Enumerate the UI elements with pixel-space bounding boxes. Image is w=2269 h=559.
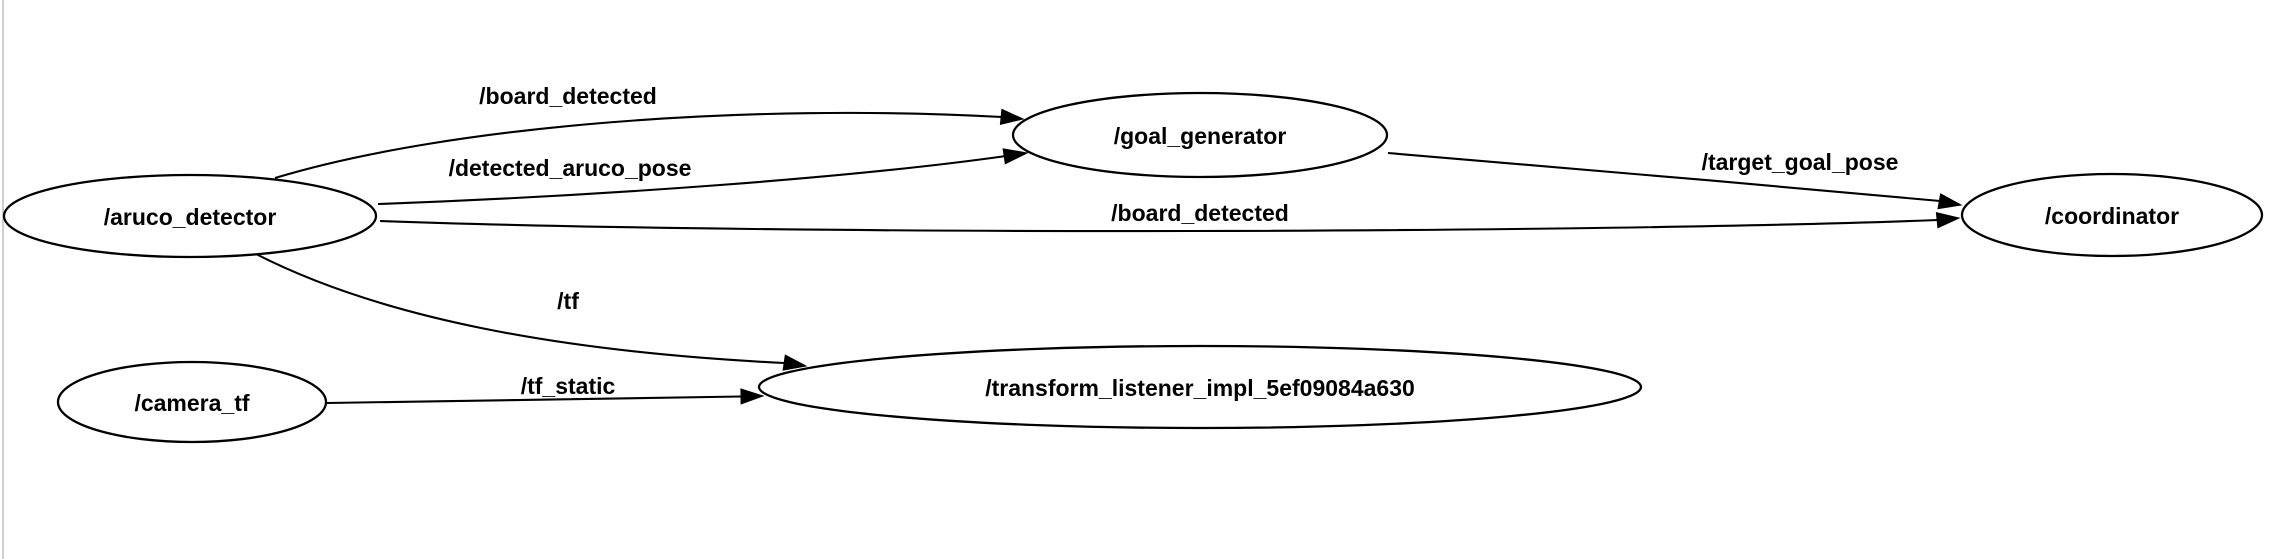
node-label: /transform_listener_impl_5ef09084a630 [985,375,1415,401]
edge-label: /tf_static [521,373,616,399]
edge-line [1387,151,1941,203]
arrowhead-icon [782,354,808,371]
node-goal-generator: /goal_generator [1011,91,1389,179]
edge-aruco-detector-to-coordinator-board-detected: /board_detected [379,200,1961,233]
edge-label: /detected_aruco_pose [449,155,692,181]
node-label: /coordinator [2045,203,2179,229]
node-transform-listener: /transform_listener_impl_5ef09084a630 [757,344,1643,430]
node-label: /goal_generator [1114,123,1287,149]
edge-line [253,252,785,365]
node-label: /camera_tf [134,390,249,416]
node-camera-tf: /camera_tf [56,360,328,444]
edge-aruco-detector-to-transform-listener-tf: /tf [253,252,808,371]
edge-label: /board_detected [479,83,657,109]
edge-camera-tf-to-transform-listener-tf-static: /tf_static [326,373,765,405]
node-ellipse [757,344,1643,430]
edge-line [326,395,742,405]
arrowhead-icon [740,388,765,405]
edge-label: /target_goal_pose [1702,149,1899,175]
arrowhead-icon [1937,193,1963,210]
node-ellipse [1960,172,2264,258]
arrowhead-icon [1002,148,1029,165]
edge-line [377,154,1007,206]
edge-aruco-detector-to-goal-generator-board-detected: /board_detected [274,83,1025,180]
node-ellipse [2,173,378,259]
edge-line [274,111,1003,180]
node-label: /aruco_detector [104,204,277,230]
edge-label: /board_detected [1111,200,1289,226]
node-ellipse [1011,91,1389,179]
edge-goal-generator-to-coordinator-target-goal-pose: /target_goal_pose [1387,149,1963,210]
edge-line [379,218,1939,233]
node-coordinator: /coordinator [1960,172,2264,258]
arrowhead-icon [1935,212,1961,229]
node-ellipse [56,360,328,444]
edge-aruco-detector-to-goal-generator-detected-aruco-pose: /detected_aruco_pose [377,148,1029,206]
edge-label: /tf [557,288,579,314]
arrowhead-icon [999,108,1025,125]
node-aruco-detector: /aruco_detector [2,173,378,259]
